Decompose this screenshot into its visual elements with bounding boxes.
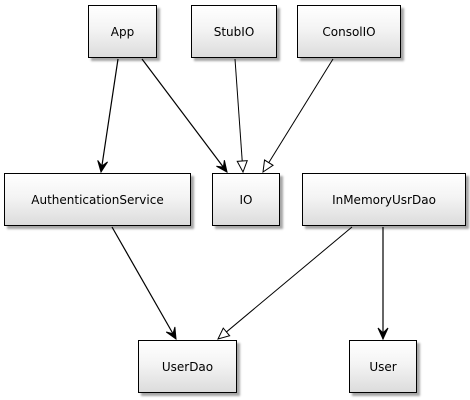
edge-inmemoryusrdao-to-user-arrowhead	[377, 327, 389, 341]
node-app[interactable]: App	[88, 5, 157, 58]
node-label: ConsolIO	[322, 24, 376, 39]
node-label: UserDao	[161, 359, 214, 374]
node-label: AuthenticationService	[31, 192, 164, 207]
edge-inmemoryusrdao-to-userdao-hollow-arrowhead	[217, 327, 231, 340]
edge-app-to-authservice-arrowhead	[97, 160, 109, 174]
edge-app-to-authservice	[100, 58, 119, 173]
node-inmemoryusrdao[interactable]: InMemoryUsrDao	[302, 173, 466, 226]
node-label: StubIO	[213, 24, 255, 39]
node-label: App	[110, 24, 135, 39]
edge-inmemoryusrdao-to-userdao	[226, 226, 353, 333]
node-label: User	[369, 359, 397, 374]
node-io[interactable]: IO	[212, 173, 280, 226]
edge-stubio-to-io	[234, 58, 243, 162]
node-user[interactable]: User	[349, 340, 417, 393]
edge-app-to-io	[141, 58, 228, 173]
node-label: InMemoryUsrDao	[332, 192, 436, 207]
node-consolio[interactable]: ConsolIO	[297, 5, 401, 58]
node-label: IO	[239, 192, 253, 207]
edge-stubio-to-io-hollow-arrowhead	[236, 160, 248, 174]
node-authentication-service[interactable]: AuthenticationService	[4, 173, 191, 226]
edge-consolio-to-io-hollow-arrowhead	[262, 159, 274, 174]
node-stubio[interactable]: StubIO	[191, 5, 277, 58]
edge-authservice-to-userdao	[111, 226, 177, 340]
edge-consolio-to-io	[268, 58, 334, 163]
node-userdao[interactable]: UserDao	[138, 340, 237, 393]
edge-app-to-io-arrowhead	[216, 160, 228, 173]
edge-authservice-to-userdao-arrowhead	[165, 326, 177, 341]
